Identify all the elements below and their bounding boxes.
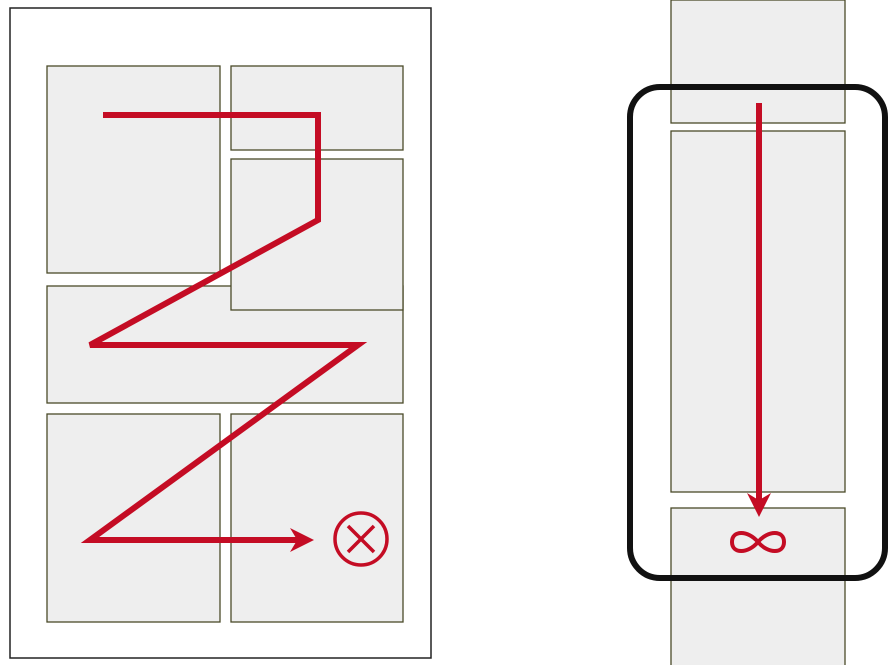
panel-5 bbox=[46, 413, 221, 623]
paged-layout-diagram bbox=[9, 7, 432, 659]
circle-x-icon bbox=[333, 511, 389, 567]
infinity-icon bbox=[729, 531, 787, 553]
strip-panel-top bbox=[670, 0, 846, 124]
reading-path-arrow bbox=[80, 112, 368, 552]
scroll-layout-diagram bbox=[627, 0, 888, 665]
panel-1 bbox=[46, 65, 221, 274]
strip-panel-bottom bbox=[670, 507, 846, 665]
viewport-frame bbox=[627, 84, 888, 581]
